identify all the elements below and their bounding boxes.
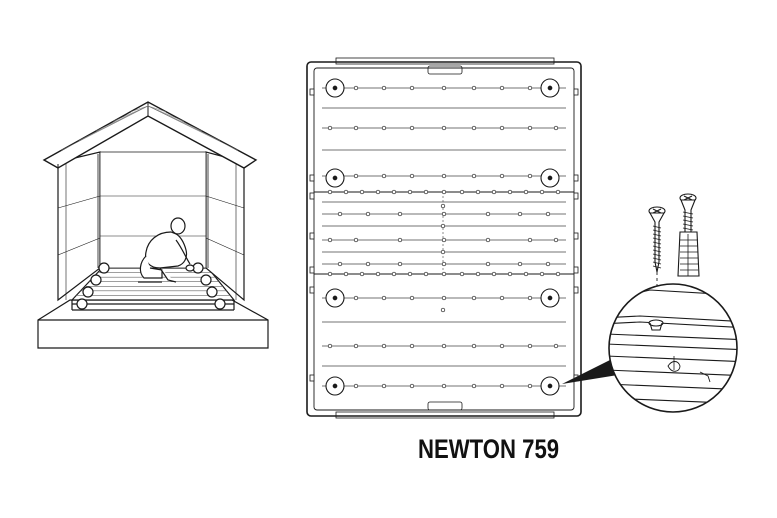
- anchor-point-circle: [206, 286, 218, 298]
- callout-pointer: [562, 356, 624, 384]
- floor-panel-diagram: [306, 57, 582, 419]
- anchor-point-circle: [200, 274, 212, 286]
- screw-icon: [648, 206, 666, 273]
- anchor-point-circle: [76, 298, 88, 310]
- anchor-point-circle: [82, 286, 94, 298]
- model-label: NEWTON 759: [418, 434, 560, 464]
- anchor-point-circle: [98, 262, 110, 274]
- anchor-screw-icon: [677, 193, 700, 277]
- wall-plug: [677, 231, 700, 277]
- shed-illustration: [37, 101, 269, 349]
- kneeling-person: [138, 217, 195, 283]
- detail-callout: [608, 283, 738, 413]
- anchor-point-circle: [214, 298, 226, 310]
- anchor-point-circle: [90, 274, 102, 286]
